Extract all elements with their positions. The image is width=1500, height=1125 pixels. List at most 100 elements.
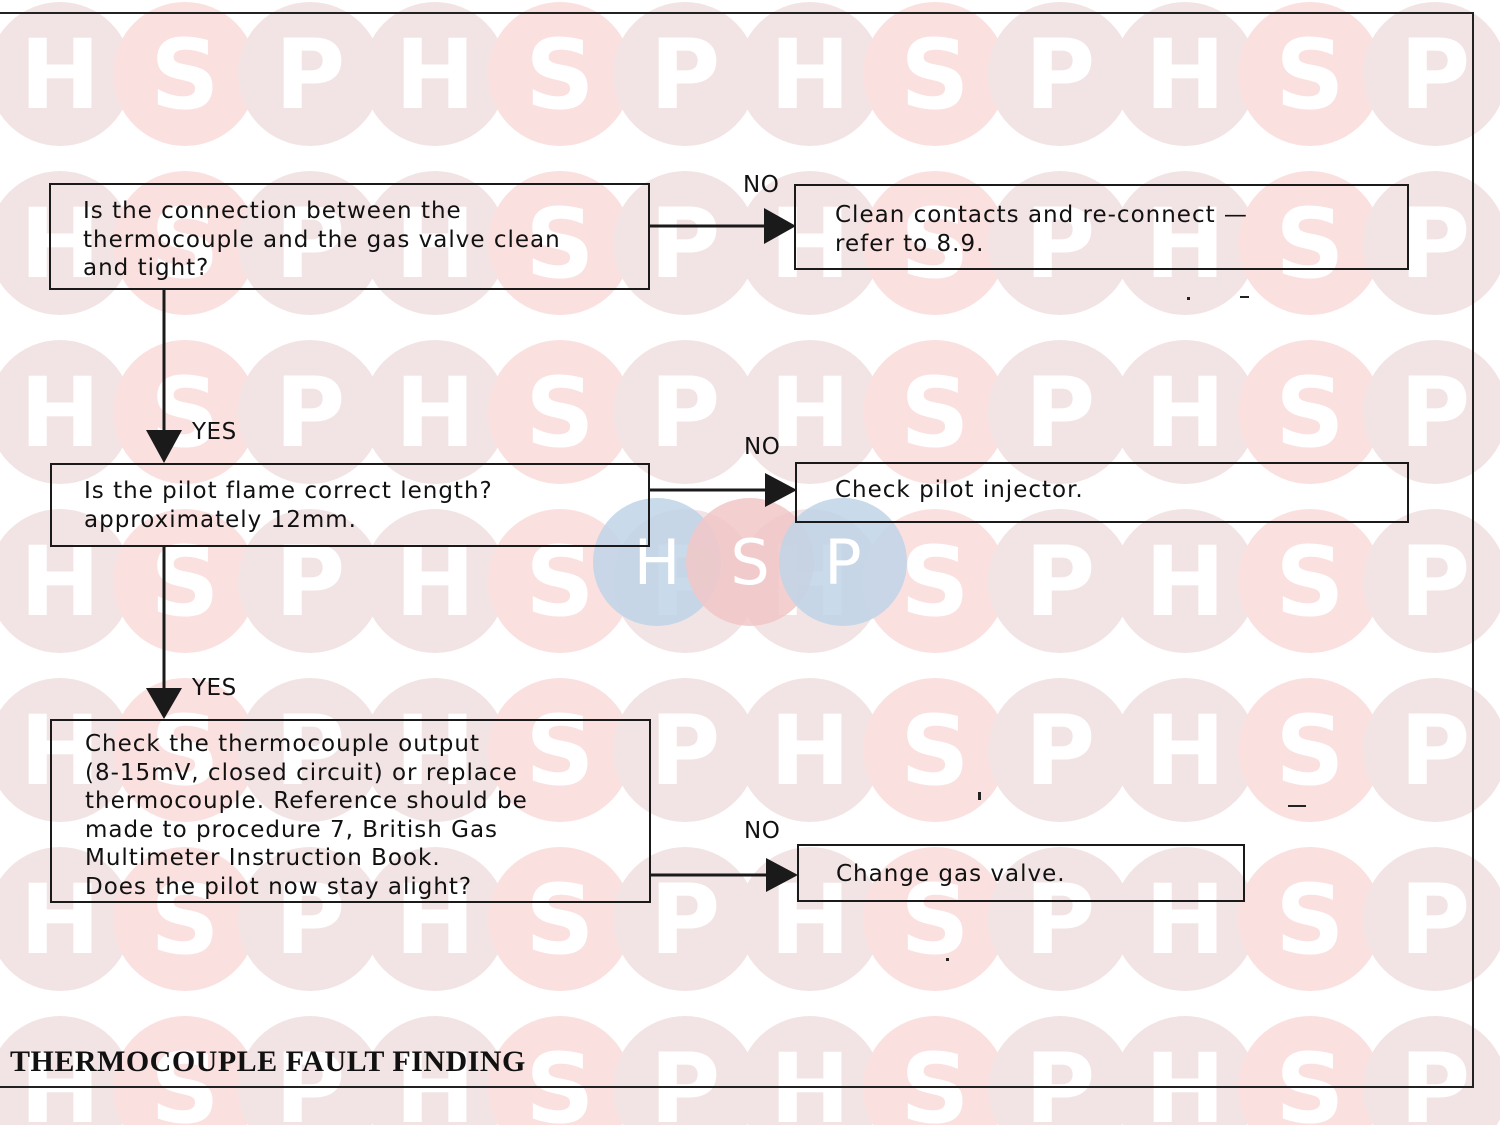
watermark-circle-h — [0, 678, 132, 822]
watermark-letter-s: S — [150, 864, 219, 976]
watermark-circle-h — [363, 847, 507, 991]
watermark-letter-p: P — [650, 19, 720, 131]
watermark-circle-s — [488, 171, 632, 315]
watermark-circle-h — [363, 2, 507, 146]
question-3-line-5: Multimeter Instruction Book. — [85, 845, 441, 871]
action-box-check-injector: Check pilot injector. — [795, 462, 1409, 523]
question-box-connection: Is the connection between the thermocoup… — [49, 183, 650, 290]
question-3-line-3: thermocouple. Reference should be — [85, 788, 528, 814]
watermark-circle-p — [988, 678, 1132, 822]
watermark-letter-s: S — [1275, 1033, 1344, 1125]
watermark-letter-s: S — [525, 864, 594, 976]
no-arrow-2-head — [765, 473, 797, 507]
edge-label-yes-1: YES — [192, 419, 237, 445]
watermark-circle-s — [113, 1016, 257, 1125]
watermark-circle-s — [1238, 1016, 1382, 1125]
watermark-circle-s — [863, 340, 1007, 484]
watermark-letter-h: H — [1145, 695, 1225, 807]
watermark-letter-p: P — [275, 19, 345, 131]
watermark-letter-s: S — [525, 357, 594, 469]
yes-arrow-1-head — [146, 430, 182, 463]
watermark-letter-h: H — [770, 188, 850, 300]
watermark-letter-p: P — [1025, 1033, 1095, 1125]
watermark-letter-s: S — [900, 188, 969, 300]
watermark-letter-s: S — [150, 526, 219, 638]
watermark-circle-p — [1363, 2, 1500, 146]
watermark-letter-s: S — [150, 1033, 219, 1125]
watermark-letter-h: H — [395, 526, 475, 638]
question-1-line-3: and tight? — [83, 255, 210, 281]
diagram-caption: THERMOCOUPLE FAULT FINDING — [10, 1045, 526, 1078]
watermark-letter-s: S — [525, 695, 594, 807]
watermark-circle-h — [0, 2, 132, 146]
action-box-change-valve: Change gas valve. — [797, 844, 1245, 902]
scan-speck — [946, 958, 949, 961]
edge-label-no-3: NO — [744, 818, 781, 844]
center-logo-letter-p: P — [824, 526, 861, 599]
watermark-letter-p: P — [650, 357, 720, 469]
watermark-circle-p — [238, 171, 382, 315]
action-1-line-1: Clean contacts and re-connect — — [835, 202, 1248, 228]
watermark-letter-h: H — [395, 695, 475, 807]
watermark-letter-p: P — [275, 1033, 345, 1125]
edge-label-yes-2: YES — [192, 675, 237, 701]
action-2-line-1: Check pilot injector. — [835, 477, 1084, 503]
watermark-circle-s — [113, 2, 257, 146]
watermark-letter-h: H — [395, 19, 475, 131]
question-1-line-1: Is the connection between the — [83, 198, 462, 224]
watermark-letter-h: H — [1145, 1033, 1225, 1125]
center-logo-letter-h: H — [634, 526, 681, 599]
diagram-frame — [0, 12, 1474, 1088]
watermark-circle-p — [1363, 678, 1500, 822]
watermark-letter-s: S — [900, 526, 969, 638]
watermark-circle-p — [238, 1016, 382, 1125]
action-box-clean-contacts: Clean contacts and re-connect — refer to… — [794, 184, 1409, 270]
watermark-letter-h: H — [1145, 19, 1225, 131]
watermark-letter-p: P — [275, 864, 345, 976]
watermark-letter-h: H — [395, 864, 475, 976]
watermark-letter-p: P — [1400, 1033, 1470, 1125]
watermark-circle-h — [0, 847, 132, 991]
center-logo-circle-p — [779, 498, 907, 626]
watermark-circle-s — [488, 1016, 632, 1125]
question-2-line-2: approximately 12mm. — [84, 506, 357, 533]
watermark-letter-h: H — [20, 526, 100, 638]
watermark-letter-p: P — [1025, 357, 1095, 469]
watermark-circle-p — [988, 1016, 1132, 1125]
watermark-circle-p — [1363, 171, 1500, 315]
watermark-letter-s: S — [900, 357, 969, 469]
watermark-letter-s: S — [900, 19, 969, 131]
watermark-circle-s — [1238, 847, 1382, 991]
watermark-circle-s — [113, 340, 257, 484]
watermark-circle-s — [488, 340, 632, 484]
watermark-circle-p — [988, 340, 1132, 484]
watermark-circle-p — [613, 2, 757, 146]
watermark-letter-p: P — [1400, 526, 1470, 638]
edge-label-no-2: NO — [744, 434, 781, 460]
watermark-letter-s: S — [900, 1033, 969, 1125]
watermark-letter-s: S — [1275, 19, 1344, 131]
watermark-letter-h: H — [20, 19, 100, 131]
watermark-letter-s: S — [525, 1033, 594, 1125]
watermark-letter-p: P — [1400, 19, 1470, 131]
question-box-thermocouple-output: Check the thermocouple output (8-15mV, c… — [50, 719, 651, 903]
watermark-circle-s — [863, 847, 1007, 991]
watermark-circle-s — [488, 678, 632, 822]
question-3-line-6: Does the pilot now stay alight? — [85, 873, 473, 900]
watermark-letter-s: S — [525, 19, 594, 131]
watermark-circle-h — [0, 340, 132, 484]
watermark-circle-p — [1363, 509, 1500, 653]
watermark-letter-s: S — [150, 19, 219, 131]
watermark-circle-h — [363, 340, 507, 484]
watermark-circle-s — [113, 678, 257, 822]
watermark-letter-p: P — [650, 695, 720, 807]
edge-label-no-1: NO — [743, 172, 780, 198]
watermark-letter-h: H — [770, 19, 850, 131]
scan-speck — [1240, 296, 1249, 298]
watermark-letter-h: H — [395, 188, 475, 300]
watermark-circle-p — [613, 1016, 757, 1125]
watermark-circle-p — [988, 2, 1132, 146]
watermark-circle-s — [1238, 509, 1382, 653]
watermark-letter-h: H — [770, 357, 850, 469]
